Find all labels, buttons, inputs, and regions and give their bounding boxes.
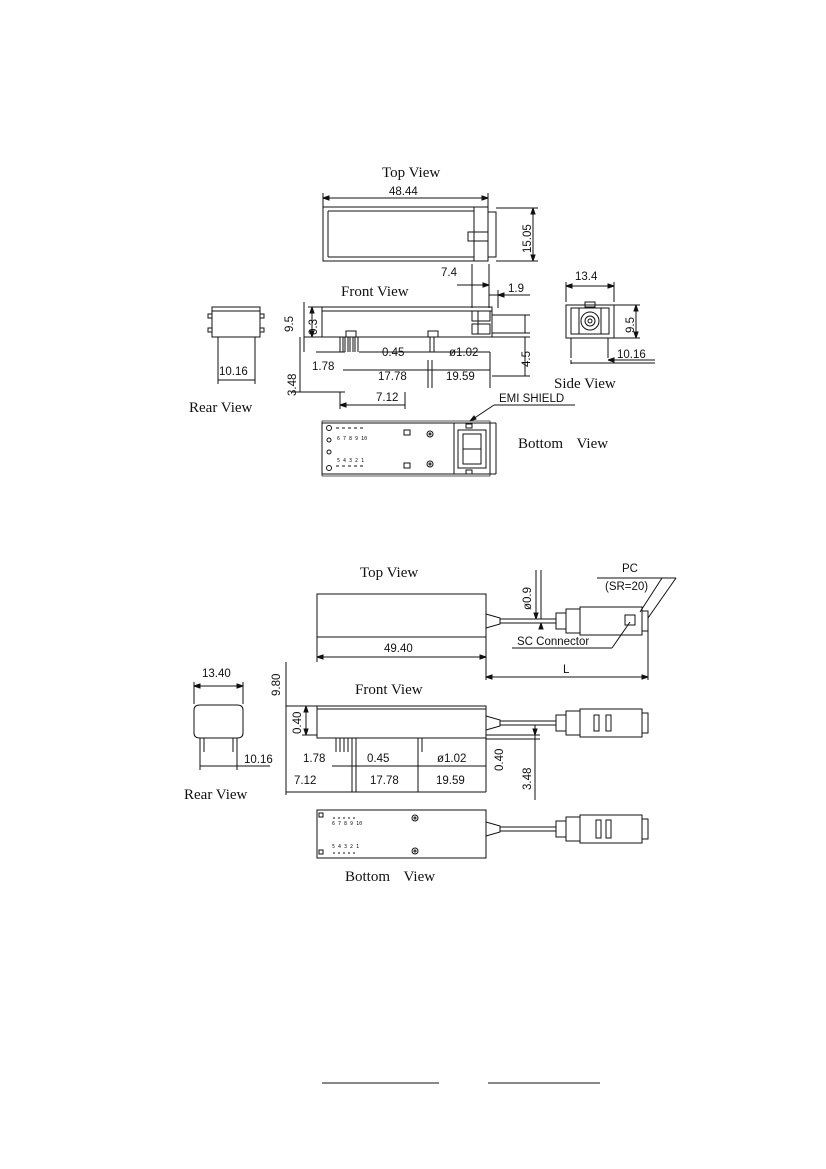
lower-pin-labels-bottom: 5 4 3 2 1 [332,844,359,850]
upper-dim-phi-1-02: ø1.02 [449,347,478,359]
upper-front-view [292,264,530,409]
upper-dim-7-4: 7.4 [441,267,458,279]
upper-dim-width: 15.05 [522,224,534,253]
upper-dim-10-16-side: 10.16 [617,349,646,361]
upper-side-view [565,282,655,364]
lower-dim-0-40-right: 0.40 [494,749,506,771]
lower-dim-19-59: 19.59 [436,775,465,787]
lower-dim-pc: PC [622,563,638,575]
upper-dim-17-78: 17.78 [378,371,407,383]
lower-dim-length: 49.40 [384,643,413,655]
lower-front-view-title: Front View [355,682,423,698]
lower-dim-17-78: 17.78 [370,775,399,787]
upper-pin-labels-top: 6 7 8 9 10 [337,436,367,442]
lower-rear-view-title: Rear View [184,787,248,803]
upper-front-view-title: Front View [341,284,409,300]
lower-dim-0-40-left: 0.40 [292,712,304,734]
lower-bottom-view [316,809,649,859]
upper-dim-0-45: 0.45 [382,347,404,359]
lower-top-view-title: Top View [360,565,418,581]
lower-dim-phi-1-02: ø1.02 [437,753,466,765]
lower-front-view [285,662,649,800]
lower-dim-9-80: 9.80 [271,674,283,696]
upper-dim-13-4: 13.4 [575,271,598,283]
upper-dim-length: 48.44 [389,186,418,198]
lower-dim-sr: (SR=20) [605,581,648,593]
upper-dim-4-5: 4.5 [521,351,533,367]
upper-rear-view [207,306,265,384]
lower-rear-view [193,682,270,770]
upper-dim-0-3: 0.3 [308,319,320,335]
upper-dim-7-12: 7.12 [376,392,398,404]
lower-pin-labels-top: 6 7 8 9 10 [332,821,362,827]
lower-dim-rear-width: 13.40 [202,668,231,680]
lower-dim-3-48: 3.48 [522,768,534,790]
lower-bottom-view-title: Bottom View [345,869,435,885]
upper-dim-1-9: 1.9 [508,283,524,295]
upper-top-view-title: Top View [382,165,440,181]
lower-dim-7-12: 7.12 [294,775,316,787]
upper-pin-labels-bottom: 5 4 3 2 1 [337,458,364,464]
upper-bottom-view-title: Bottom View [518,436,608,452]
upper-rear-view-title: Rear View [189,400,253,416]
lower-top-view [316,570,677,680]
upper-emi-shield-label: EMI SHIELD [499,393,564,405]
lower-dim-1-78: 1.78 [303,753,325,765]
upper-dim-1-78: 1.78 [312,361,334,373]
upper-dim-9-5-side: 9.5 [625,317,637,333]
upper-dim-9-5-left: 9.5 [284,316,296,332]
lower-dim-sc: SC Connector [517,636,589,648]
upper-bottom-view [321,404,575,477]
upper-dim-3-48: 3.48 [287,374,299,396]
lower-dim-fiber: ø0.9 [522,587,534,610]
lower-dim-10-16: 10.16 [244,754,273,766]
lower-dim-l: L [563,664,570,676]
upper-dim-19-59: 19.59 [446,371,475,383]
upper-side-view-title: Side View [554,376,616,392]
upper-dim-10-16-rear: 10.16 [219,366,248,378]
upper-top-view [322,193,538,262]
lower-dim-0-45: 0.45 [367,753,389,765]
